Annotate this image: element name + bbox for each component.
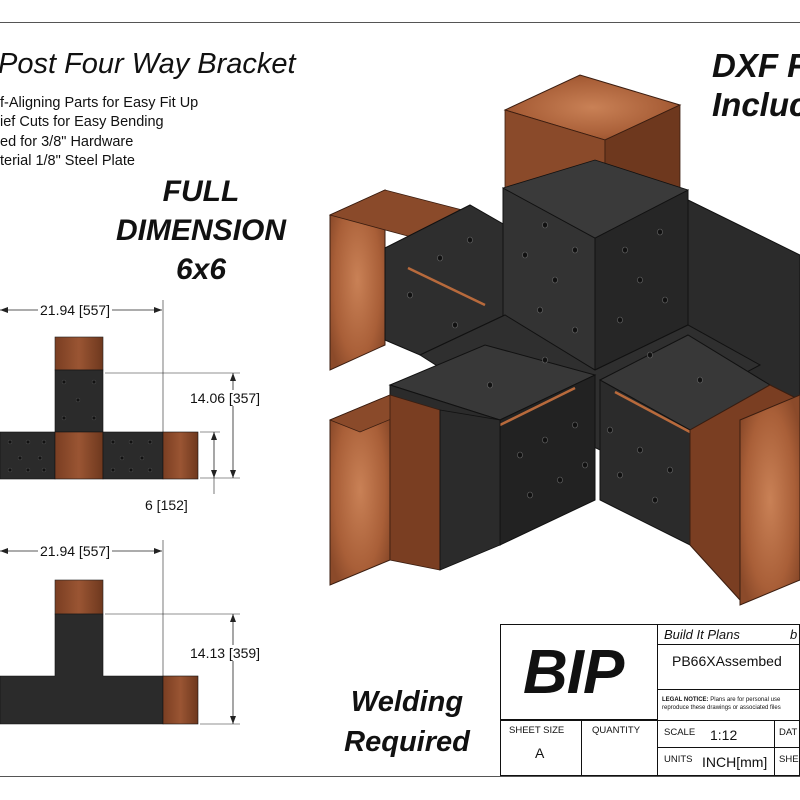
feature-item: ief Cuts for Easy Bending — [0, 114, 164, 131]
dim-top-height: 14.06 [357] — [190, 390, 261, 406]
bottom-view — [0, 540, 240, 725]
legal-text-2: reproduce these drawings or associated f… — [662, 705, 781, 711]
iso-bolt-holes — [407, 221, 703, 504]
company-name: Build It Plans — [664, 627, 740, 642]
date-label: DAT — [779, 727, 798, 738]
full-dimension-line1: FULL — [162, 175, 240, 208]
units-cell: UNITS INCH[mm] — [657, 747, 775, 776]
dim-post-size: 6 [152] — [145, 497, 188, 513]
part-name-cell: PB66XAssembed — [657, 644, 800, 690]
relief-slot — [499, 386, 576, 427]
arrowhead — [154, 307, 162, 313]
front-right-beam-end — [739, 394, 800, 606]
bip-logo: BIP — [523, 638, 624, 707]
legal-label: LEGAL NOTICE: — [662, 697, 709, 703]
post-top — [54, 336, 104, 371]
dim-bottom-width: 21.94 [557] — [38, 543, 113, 559]
relief-slot — [614, 390, 691, 434]
feature-item: terial 1/8" Steel Plate — [0, 152, 135, 169]
beam-end-right — [162, 431, 199, 480]
front-left-beam-side — [389, 394, 441, 571]
arrowhead — [211, 432, 217, 440]
arrowhead — [211, 470, 217, 478]
legal-text: Plans are for personal use — [710, 697, 781, 703]
sheet-label: SHE — [779, 754, 799, 765]
relief-slot — [407, 266, 486, 307]
beam-end-right — [162, 675, 199, 725]
arrowhead — [230, 470, 236, 478]
units-label: UNITS — [664, 754, 693, 765]
feature-item: ed for 3/8" Hardware — [0, 133, 134, 150]
company-suffix: b — [790, 627, 798, 642]
welding-required-label: Welding Required — [332, 682, 482, 762]
welding-line2: Required — [344, 726, 470, 758]
company-cell: Build It Plans b — [657, 624, 800, 644]
sheet-size-value: A — [535, 745, 545, 761]
feature-list: f-Aligning Parts for Easy Fit Up ief Cut… — [0, 94, 198, 171]
quantity-cell: QUANTITY — [581, 720, 658, 776]
arrowhead — [230, 716, 236, 724]
frame-top-line — [0, 22, 800, 23]
drawing-title: Post Four Way Bracket — [0, 48, 296, 80]
sheet-size-label: SHEET SIZE — [509, 725, 565, 736]
post-center — [54, 431, 104, 480]
legal-notice: LEGAL NOTICE: Plans are for personal use — [662, 697, 780, 703]
front-left-bracket-cap — [439, 409, 501, 571]
title-block: BIP Build It Plans b PB66XAssembed LEGAL… — [500, 624, 800, 776]
full-dimension-line2: DIMENSION — [115, 214, 286, 247]
post-top — [54, 579, 104, 615]
dxf-line2: Incluc — [712, 86, 800, 123]
dxf-included-label: DXF F Incluc — [712, 46, 800, 124]
top-view — [0, 300, 240, 494]
scale-cell: SCALE 1:12 — [657, 720, 775, 748]
arrowhead — [0, 307, 8, 313]
arrowhead — [230, 373, 236, 381]
quantity-label: QUANTITY — [592, 725, 641, 736]
full-dimension-line3: 6x6 — [175, 253, 227, 286]
post-bracket-top — [501, 159, 690, 239]
logo-cell: BIP — [500, 624, 658, 720]
dim-top-width: 21.94 [557] — [38, 302, 113, 318]
part-name: PB66XAssembed — [672, 653, 782, 669]
bolt-holes — [7, 379, 153, 473]
bracket-silhouette — [0, 613, 164, 725]
sheet-size-cell: SHEET SIZE A — [500, 720, 582, 776]
units-value: INCH[mm] — [702, 754, 768, 770]
date-cell: DAT — [774, 720, 800, 748]
arrowhead — [230, 614, 236, 622]
full-dimension-label: FULL DIMENSION 6x6 — [96, 172, 306, 289]
arrowhead — [0, 548, 8, 554]
welding-line1: Welding — [350, 686, 464, 718]
sheet-cell: SHE — [774, 747, 800, 776]
scale-value: 1:12 — [710, 727, 738, 743]
frame-bottom-line — [0, 776, 800, 777]
dim-bottom-height: 14.13 [359] — [190, 645, 261, 661]
scale-label: SCALE — [664, 727, 696, 738]
dxf-line1: DXF F — [712, 47, 800, 84]
isometric-view — [328, 74, 800, 606]
arrowhead — [154, 548, 162, 554]
legal-cell: LEGAL NOTICE: Plans are for personal use… — [657, 689, 800, 721]
feature-item: f-Aligning Parts for Easy Fit Up — [0, 95, 199, 111]
